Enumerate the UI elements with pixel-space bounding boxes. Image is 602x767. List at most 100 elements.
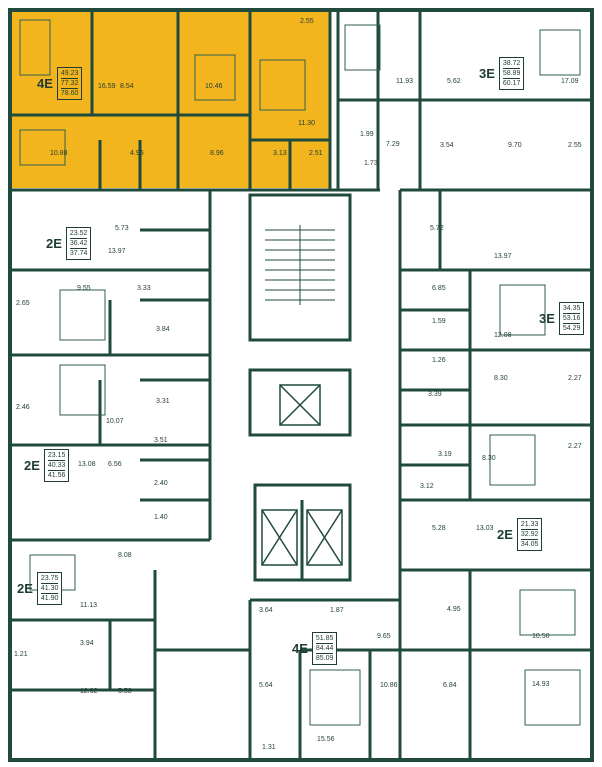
apartment-areas: 23.52 36.42 37.74 bbox=[65, 227, 92, 260]
room-area-label: 1.99 bbox=[360, 131, 374, 138]
room-area-label: 3.39 bbox=[428, 391, 442, 398]
room-area-label: 2.65 bbox=[16, 300, 30, 307]
room-area-label: 13.97 bbox=[494, 253, 512, 260]
total-area: 77.32 bbox=[60, 80, 79, 89]
room-area-label: 3.84 bbox=[156, 326, 170, 333]
total-area: 40.33 bbox=[47, 462, 66, 471]
apartment-card[interactable]: 2E 23.75 41.30 41.90 bbox=[17, 572, 63, 605]
apartment-card[interactable]: 2E 23.52 36.42 37.74 bbox=[46, 227, 92, 260]
room-area-label: 7.29 bbox=[386, 141, 400, 148]
total-area-with-balcony: 41.56 bbox=[47, 472, 66, 479]
highlighted-apartment[interactable] bbox=[12, 12, 330, 188]
apartment-card[interactable]: 3E 34.35 53.16 54.29 bbox=[539, 302, 585, 335]
room-area-label: 8.30 bbox=[482, 455, 496, 462]
room-area-label: 3.64 bbox=[259, 607, 273, 614]
room-area-label: 12.08 bbox=[494, 332, 512, 339]
room-area-label: 1.31 bbox=[262, 744, 276, 751]
furniture bbox=[19, 19, 581, 726]
room-area-label: 12.62 bbox=[80, 688, 98, 695]
room-area-label: 3.19 bbox=[438, 451, 452, 458]
room-area-label: 6.56 bbox=[108, 461, 122, 468]
apartment-type: 4E bbox=[37, 76, 53, 91]
total-area-with-balcony: 34.05 bbox=[520, 541, 539, 548]
room-area-label: 3.33 bbox=[137, 285, 151, 292]
room-area-label: 1.87 bbox=[330, 607, 344, 614]
apartment-areas: 23.15 40.33 41.56 bbox=[43, 449, 70, 482]
room-area-label: 11.30 bbox=[298, 120, 315, 127]
room-area-label: 5.62 bbox=[447, 78, 461, 85]
room-area-label: 3.12 bbox=[420, 483, 434, 490]
room-area-label: 2.27 bbox=[568, 375, 582, 382]
apartment-card[interactable]: 4E 51.85 84.44 85.09 bbox=[292, 632, 338, 665]
total-area: 53.16 bbox=[562, 315, 581, 324]
room-area-label: 6.84 bbox=[443, 682, 457, 689]
apartment-type: 3E bbox=[539, 311, 555, 326]
apartment-areas: 49.23 77.32 78.60 bbox=[56, 67, 83, 100]
apartment-areas: 34.35 53.16 54.29 bbox=[558, 302, 585, 335]
total-area-with-balcony: 78.60 bbox=[60, 90, 79, 97]
room-area-label: 5.64 bbox=[259, 682, 273, 689]
room-area-label: 10.07 bbox=[106, 418, 124, 425]
apartment-areas: 23.75 41.30 41.90 bbox=[36, 572, 63, 605]
total-area: 84.44 bbox=[315, 645, 334, 654]
apartment-card[interactable]: 2E 21.33 32.92 34.05 bbox=[497, 518, 543, 551]
room-area-label: 5.72 bbox=[430, 225, 444, 232]
room-area-label: 9.55 bbox=[77, 285, 91, 292]
room-area-label: 8.08 bbox=[118, 552, 132, 559]
room-area-label: 1.26 bbox=[432, 357, 446, 364]
room-area-label: 1.21 bbox=[14, 651, 28, 658]
apartment-type: 2E bbox=[17, 581, 33, 596]
room-area-label: 14.93 bbox=[532, 681, 550, 688]
room-area-label: 17.09 bbox=[561, 78, 579, 85]
total-area: 41.30 bbox=[40, 585, 59, 594]
total-area-with-balcony: 41.90 bbox=[40, 595, 59, 602]
room-area-label: 8.54 bbox=[120, 83, 134, 90]
total-area-with-balcony: 54.29 bbox=[562, 325, 581, 332]
living-area: 38.72 bbox=[502, 60, 521, 69]
room-area-label: 1.73 bbox=[364, 160, 378, 167]
room-area-label: 3.54 bbox=[440, 142, 454, 149]
room-area-label: 13.08 bbox=[78, 461, 96, 468]
room-area-label: 10.88 bbox=[50, 150, 68, 157]
apartment-card[interactable]: 4E 49.23 77.32 78.60 bbox=[37, 67, 83, 100]
room-area-label: 3.13 bbox=[273, 150, 287, 157]
total-area: 58.89 bbox=[502, 70, 521, 79]
room-area-label: 2.55 bbox=[300, 18, 314, 25]
room-area-label: 1.40 bbox=[154, 514, 168, 521]
room-area-label: 1.59 bbox=[432, 318, 446, 325]
room-area-label: 2.51 bbox=[309, 150, 323, 157]
apartment-type: 2E bbox=[46, 236, 62, 251]
room-area-label: 4.95 bbox=[130, 150, 144, 157]
stairwell bbox=[265, 225, 335, 305]
living-area: 34.35 bbox=[562, 305, 581, 314]
room-area-label: 15.56 bbox=[317, 736, 335, 743]
room-area-label: 11.93 bbox=[396, 78, 413, 85]
room-area-label: 2.55 bbox=[568, 142, 582, 149]
apartment-areas: 21.33 32.92 34.05 bbox=[516, 518, 543, 551]
room-area-label: 9.65 bbox=[377, 633, 391, 640]
apartment-type: 2E bbox=[497, 527, 513, 542]
apartment-card[interactable]: 3E 38.72 58.89 60.17 bbox=[479, 57, 525, 90]
living-area: 49.23 bbox=[60, 70, 79, 79]
room-area-label: 10.86 bbox=[380, 682, 398, 689]
total-area: 36.42 bbox=[69, 240, 88, 249]
apartment-type: 3E bbox=[479, 66, 495, 81]
elevator-shafts bbox=[261, 384, 343, 566]
apartment-card[interactable]: 2E 23.15 40.33 41.56 bbox=[24, 449, 70, 482]
room-area-label: 9.70 bbox=[508, 142, 522, 149]
total-area: 32.92 bbox=[520, 531, 539, 540]
living-area: 23.75 bbox=[40, 575, 59, 584]
living-area: 23.15 bbox=[47, 452, 66, 461]
room-area-label: 11.13 bbox=[80, 602, 97, 609]
room-area-label: 2.40 bbox=[154, 480, 168, 487]
room-area-label: 8.30 bbox=[494, 375, 508, 382]
apartment-type: 4E bbox=[292, 641, 308, 656]
room-area-label: 3.94 bbox=[80, 640, 94, 647]
room-area-label: 5.28 bbox=[432, 525, 446, 532]
room-area-label: 3.51 bbox=[154, 437, 168, 444]
living-area: 21.33 bbox=[520, 521, 539, 530]
room-area-label: 16.59 bbox=[98, 83, 116, 90]
total-area-with-balcony: 60.17 bbox=[502, 80, 521, 87]
room-area-label: 5.53 bbox=[118, 688, 132, 695]
room-area-label: 10.50 bbox=[532, 633, 550, 640]
